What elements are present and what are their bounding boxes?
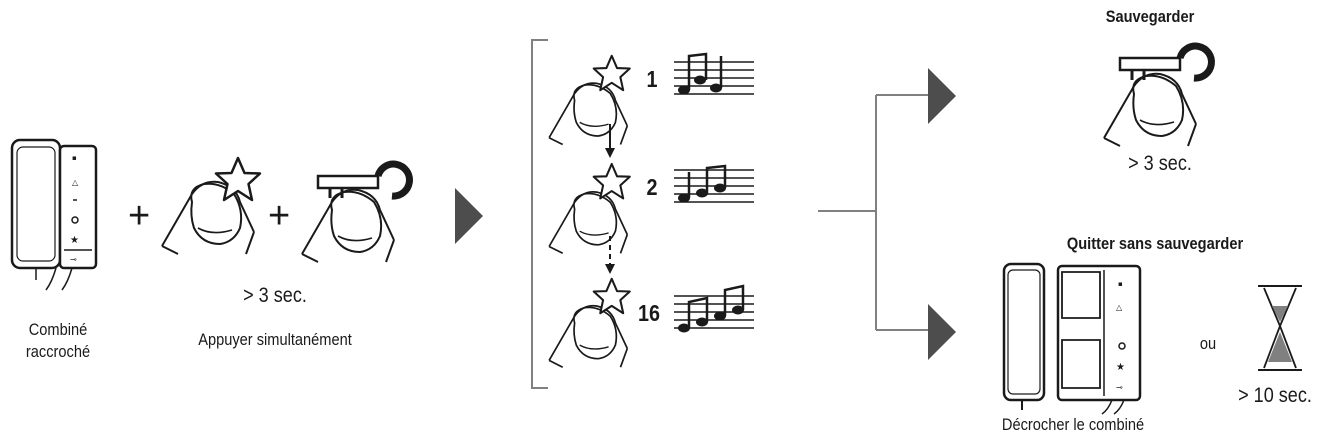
finger-star-icon (548, 54, 631, 146)
hourglass-icon (1258, 285, 1302, 371)
finger-star-icon (548, 162, 631, 255)
finger-star-icon (548, 277, 631, 369)
svg-text:▪: ▪ (72, 154, 77, 162)
arrow-right-icon (455, 188, 483, 244)
svg-text:★: ★ (70, 235, 79, 246)
timeout-label: > 10 sec. (1238, 384, 1312, 407)
intercom-pickup-icon: ▪ △ ★ ⊸ (1002, 262, 1142, 415)
melody-number: 16 (637, 300, 661, 326)
music-notes-icon (673, 52, 755, 95)
selection-bracket (531, 39, 548, 389)
save-title: Sauvegarder (1105, 7, 1195, 26)
svg-text:⊸: ⊸ (70, 255, 77, 264)
finger-star-icon (161, 156, 262, 255)
finger-key-icon (1103, 46, 1211, 147)
svg-text:⊸: ⊸ (1116, 383, 1123, 392)
or-label: ou (1199, 334, 1217, 353)
melody-number: 1 (646, 66, 658, 92)
svg-text:★: ★ (1116, 362, 1125, 373)
branch-connector (818, 94, 928, 331)
music-notes-icon (673, 284, 755, 333)
svg-text:△: △ (72, 178, 79, 187)
svg-text:▪: ▪ (1118, 280, 1123, 288)
arrow-right-icon (928, 304, 956, 360)
quit-title: Quitter sans sauvegarder (1066, 234, 1244, 253)
plus-sign: + (268, 195, 290, 237)
hold-time-save-label: > 3 sec. (1128, 152, 1192, 175)
arrow-down-icon (605, 124, 615, 158)
svg-text:△: △ (1116, 303, 1123, 312)
plus-sign: + (128, 195, 150, 237)
press-simultaneously-label: Appuyer simultanément (198, 330, 352, 349)
hold-time-label: > 3 sec. (243, 284, 307, 307)
melody-number: 2 (646, 174, 658, 200)
intercom-handset-icon: ▪ △ ★ ⊸ (10, 138, 98, 291)
arrow-down-dashed-icon (605, 236, 615, 274)
pick-up-handset-label: Décrocher le combiné (1001, 415, 1145, 434)
music-notes-icon (673, 164, 755, 203)
arrow-right-icon (928, 68, 956, 124)
handset-hung-up-label: Combiné raccroché (25, 320, 91, 361)
finger-key-icon (301, 164, 409, 263)
